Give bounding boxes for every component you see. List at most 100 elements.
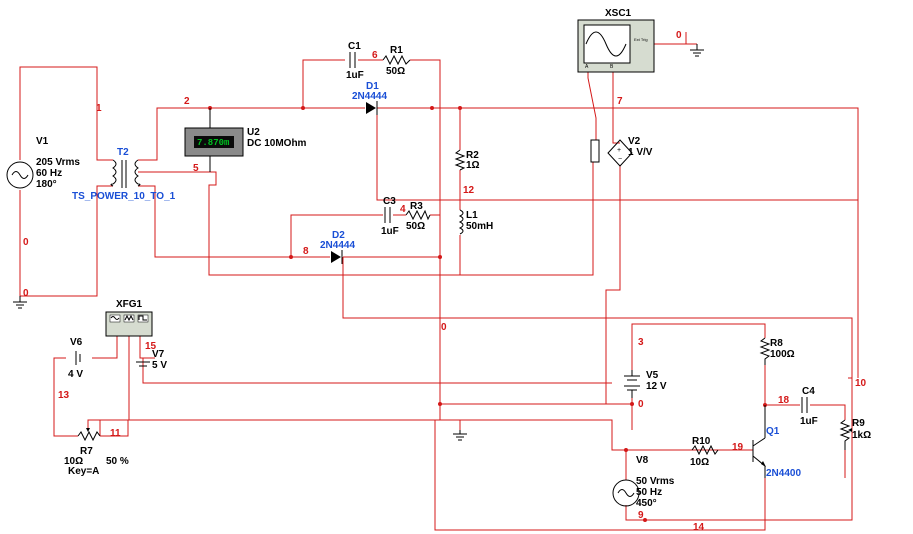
r3-ref: R3: [410, 201, 423, 212]
net-label: 18: [778, 395, 790, 406]
wire-c3-left[interactable]: [290, 214, 383, 257]
r2-value: 1Ω: [466, 160, 480, 171]
wire-v2-out[interactable]: [595, 165, 621, 405]
ac-source-v8[interactable]: V8 50 Vrms 50 Hz 450°: [612, 455, 675, 509]
wire-d1-c3[interactable]: [376, 108, 858, 201]
u2-mode: DC 10MOhm: [247, 138, 307, 149]
u2-ref: U2: [247, 127, 260, 138]
wire-r9-right[interactable]: [645, 378, 853, 521]
junction-dot: [289, 255, 293, 259]
v6-ref: V6: [70, 337, 83, 348]
wire-net-11b[interactable]: [100, 420, 129, 437]
xsc1-panel-text: Ext Trig: [634, 37, 648, 42]
vcvs-v2[interactable]: + − V2 1 V/V: [590, 136, 653, 167]
ac-source-v1[interactable]: V1 205 Vrms 60 Hz 180°: [6, 136, 80, 190]
transformer-t2[interactable]: T2 TS_POWER_10_TO_1: [72, 147, 176, 202]
diode-d2[interactable]: D2 2N4444: [320, 230, 355, 264]
wire-d1-out[interactable]: [377, 107, 859, 378]
v2-value: 1 V/V: [628, 147, 653, 158]
function-generator-xfg1[interactable]: XFG1: [105, 299, 153, 337]
wire-net-1[interactable]: [19, 66, 113, 161]
wire-d2-down[interactable]: [342, 257, 853, 379]
junction-dot: [643, 518, 647, 522]
net-label: 10: [855, 378, 867, 389]
r2-ref: R2: [466, 150, 479, 161]
potentiometer-r7[interactable]: R7 10Ω 50 % Key=A: [64, 428, 129, 477]
r3-value: 50Ω: [406, 221, 425, 232]
r8-value: 100Ω: [770, 349, 795, 360]
multimeter-u2[interactable]: 7.870m U2 DC 10MOhm: [184, 108, 307, 172]
resistor-r1[interactable]: R1 50Ω: [382, 45, 411, 77]
v6-value: 4 V: [68, 369, 83, 380]
resistor-r3[interactable]: R3 50Ω: [405, 201, 431, 232]
wire-net-5[interactable]: [138, 160, 594, 276]
wire-net-0-v1[interactable]: [19, 185, 113, 297]
junction-dot: [430, 106, 434, 110]
battery-v7[interactable]: V7 5 V: [136, 349, 167, 371]
wire-r1-right[interactable]: [410, 59, 461, 430]
ground-icon: [13, 296, 27, 309]
r8-ref: R8: [770, 338, 783, 349]
wire-net-2[interactable]: [138, 107, 365, 161]
oscilloscope-xsc1[interactable]: Ext Trig A B XSC1: [577, 8, 655, 73]
wire-net-15[interactable]: [139, 336, 612, 384]
resistor-r2[interactable]: R2 1Ω: [454, 149, 480, 171]
battery-v5[interactable]: V5 12 V: [624, 370, 667, 398]
net-label: 0: [638, 399, 644, 410]
wire-net-0-v5[interactable]: [439, 398, 633, 430]
r10-value: 10Ω: [690, 457, 709, 468]
v5-value: 12 V: [646, 381, 667, 392]
net-label: 6: [372, 50, 378, 61]
c3-value: 1uF: [381, 226, 399, 237]
v2-ref: V2: [628, 136, 641, 147]
diode-d1[interactable]: D1 2N4444: [352, 81, 387, 115]
capacitor-c1[interactable]: C1 1uF: [346, 41, 364, 81]
battery-v6[interactable]: V6 4 V: [68, 337, 83, 380]
net-label: 0: [676, 30, 682, 41]
u2-reading: 7.870m: [197, 138, 230, 148]
wire-secondary-low[interactable]: [138, 185, 330, 258]
net-label: 2: [184, 96, 190, 107]
r1-value: 50Ω: [386, 66, 405, 77]
wire-xfg-left[interactable]: [92, 336, 118, 359]
v8-freq: 50 Hz: [636, 487, 662, 498]
wire-scope-gnd[interactable]: [654, 32, 697, 45]
wire-net-11[interactable]: [99, 419, 753, 451]
v5-ref: V5: [646, 370, 659, 381]
net-label: 14: [693, 522, 705, 533]
v8-rms: 50 Vrms: [636, 476, 675, 487]
wire-net-3[interactable]: [631, 323, 766, 370]
d1-ref: D1: [366, 81, 379, 92]
resistor-r10[interactable]: R10 10Ω: [690, 436, 719, 468]
wire-scope-a[interactable]: [587, 70, 597, 140]
potentiometer-r9[interactable]: R9 1kΩ: [839, 418, 871, 450]
v7-ref: V7: [152, 349, 165, 360]
net-label: 9: [638, 510, 644, 521]
junction-dot: [624, 448, 628, 452]
xfg1-ref: XFG1: [116, 299, 143, 310]
capacitor-c4[interactable]: C4 1uF: [800, 386, 818, 427]
junction-dot: [630, 402, 634, 406]
c1-value: 1uF: [346, 70, 364, 81]
l1-ref: L1: [466, 210, 478, 221]
inductor-l1[interactable]: L1 50mH: [458, 209, 493, 235]
wire-net-9[interactable]: [625, 505, 645, 521]
wire-net-13[interactable]: [53, 357, 78, 437]
transistor-q1[interactable]: Q1 2N4400: [752, 405, 801, 479]
ground-icon: [453, 430, 467, 441]
xsc1-ch-a: A: [585, 64, 589, 70]
q1-model: 2N4400: [766, 468, 801, 479]
resistor-r8[interactable]: R8 100Ω: [759, 337, 795, 365]
wire-xfg-mid[interactable]: [87, 336, 130, 428]
wire-c4-out[interactable]: [810, 404, 846, 420]
net-labels: 1 2 0 0 5 6 4 7 12 8 3 0 10 18 19 13 11 …: [23, 30, 867, 533]
wire-net-2-up[interactable]: [302, 59, 345, 108]
junction-dot: [458, 106, 462, 110]
capacitor-c3[interactable]: C3 1uF: [381, 196, 399, 237]
d2-ref: D2: [332, 230, 345, 241]
wires: [19, 32, 859, 531]
v7-value: 5 V: [152, 360, 167, 371]
wire-net-14[interactable]: [434, 419, 766, 531]
net-label: 8: [303, 246, 309, 257]
